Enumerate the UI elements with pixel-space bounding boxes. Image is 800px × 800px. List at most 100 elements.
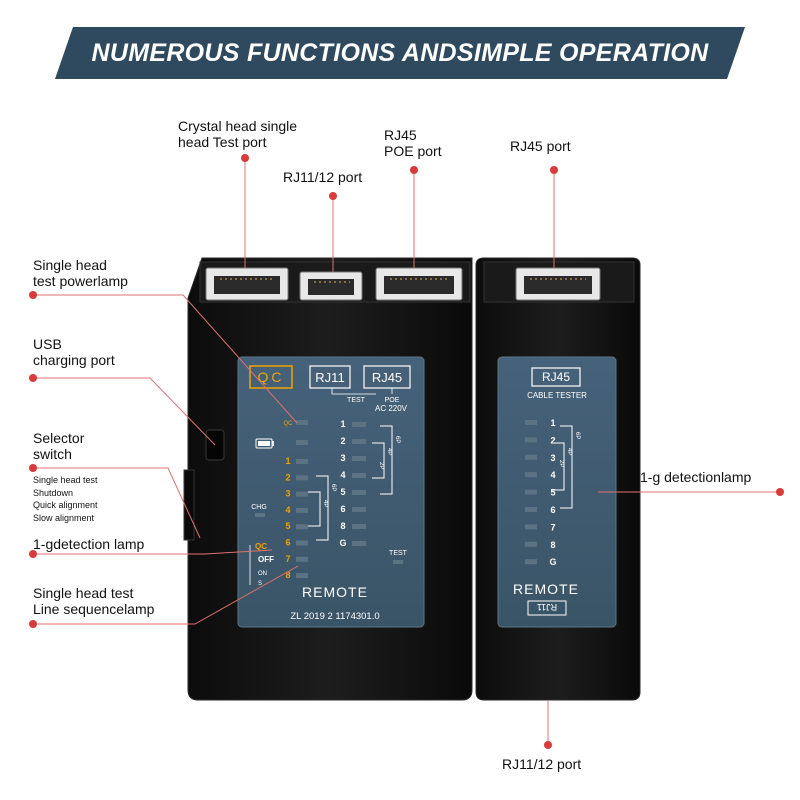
remote-led-number: 4: [550, 470, 555, 480]
right-led: [352, 422, 366, 427]
qc-label: QC: [258, 369, 285, 385]
remote-led-number: 2: [550, 435, 555, 445]
switch-qc-label: QC: [255, 542, 267, 551]
test-label: TEST: [347, 397, 366, 404]
leader-dots: [29, 154, 784, 749]
left-led: [296, 573, 308, 579]
right-led-number: 3: [340, 453, 345, 463]
remote-led-number: 7: [550, 522, 555, 532]
rj11-port-top: [299, 271, 363, 301]
callout-rj45-port: RJ45 port: [510, 138, 571, 154]
main-unit: QC RJ11 RJ45 TEST POE AC 220V QC CHG 1 2 3…: [183, 257, 473, 701]
left-led-number: 2: [285, 472, 290, 482]
remote-led-number: 3: [550, 453, 555, 463]
right-led: [352, 439, 366, 444]
main-remote-label: REMOTE: [302, 584, 368, 600]
switch-on-label: ON: [258, 571, 267, 577]
title-banner: [55, 27, 745, 79]
remote-rj45-port: [515, 267, 601, 301]
remote-led-number: 8: [550, 540, 555, 550]
callout-detection-lamp-left: 1-gdetection lamp: [33, 536, 145, 552]
remote-rj11-mirrored-label: RJ11: [537, 602, 557, 612]
right-led: [352, 473, 366, 478]
rj11-label: RJ11: [315, 370, 344, 385]
left-led: [296, 475, 308, 481]
callout-rj11-port-top: RJ11/12 port: [283, 169, 363, 185]
left-led-number: 3: [285, 489, 290, 499]
right-led-number: G: [339, 538, 346, 548]
left-led: [296, 540, 308, 546]
remote-bracket-4p: 4P: [566, 448, 572, 455]
switch-off-label: OFF: [258, 555, 274, 564]
main-bracket-6p: 6P: [394, 436, 400, 443]
rj45-poe-port: [375, 267, 463, 301]
switch-s-label: S: [258, 581, 262, 587]
left-led-number: 7: [285, 554, 290, 564]
right-led: [352, 507, 366, 512]
left-led-number: 5: [285, 521, 290, 531]
left-led: [296, 491, 308, 497]
right-led-number: 2: [340, 436, 345, 446]
callout-rj11-port-bottom: RJ11/12 port: [502, 756, 582, 772]
right-led-number: 5: [340, 487, 345, 497]
left-led: [296, 556, 308, 562]
left-led-number: 8: [285, 570, 290, 580]
left-led-number: 6: [285, 538, 290, 548]
remote-bracket-6p: 6P: [574, 432, 580, 439]
remote-rj45-label: RJ45: [542, 370, 570, 384]
leader-lines: [33, 158, 780, 745]
main-left-bracket-6p: 6P: [330, 484, 336, 491]
right-led-number: 6: [340, 504, 345, 514]
qc-small-label: QC: [284, 421, 294, 427]
left-led-number: 4: [285, 505, 290, 515]
remote-subtitle: CABLE TESTER: [527, 391, 587, 400]
right-led: [352, 524, 366, 529]
chg-label: CHG: [251, 504, 267, 511]
left-led: [296, 459, 308, 464]
main-bracket-4p: 4P: [386, 448, 392, 455]
remote-led: [525, 507, 537, 512]
right-led-number: 4: [340, 470, 345, 480]
remote-led-number: 6: [550, 505, 555, 515]
right-led: [352, 456, 366, 461]
remote-led: [525, 454, 537, 460]
right-led-number: 8: [340, 521, 345, 531]
callout-detection-lamp-right: 1-g detectionlamp: [640, 469, 752, 485]
remote-led-number: 1: [550, 418, 555, 428]
remote-led: [525, 437, 537, 443]
right-led-number: 1: [340, 419, 345, 429]
right-led: [352, 490, 366, 495]
rj45-label: RJ45: [372, 370, 402, 385]
ac-label: AC 220V: [375, 404, 408, 413]
remote-led: [525, 489, 537, 495]
left-led-column: 1 2 3 4 5 6 7 8: [285, 456, 308, 580]
remote-led: [525, 559, 537, 565]
remote-led: [525, 472, 537, 478]
left-led: [296, 507, 308, 513]
left-led: [296, 524, 308, 530]
battery-icon: [255, 438, 274, 449]
remote-led-number: 5: [550, 488, 555, 498]
test-led-label: TEST: [389, 550, 408, 557]
remote-led-column: 1 2 3 4 5 6 7 8G: [525, 418, 557, 567]
remote-remote-label: REMOTE: [513, 581, 579, 597]
right-led-column: 1 2 3 4 5 6 8G: [339, 419, 366, 548]
main-left-bracket-4p: 4P: [322, 500, 328, 507]
remote-led: [525, 524, 537, 530]
remote-led-number: G: [549, 557, 556, 567]
page-title: NUMEROUS FUNCTIONS ANDSIMPLE OPERATION: [91, 39, 709, 67]
remote-led: [525, 420, 537, 425]
left-led-number: 1: [285, 456, 290, 466]
right-led: [352, 541, 366, 546]
crystal-head-port: [205, 267, 289, 301]
poe-label: POE: [385, 397, 400, 404]
